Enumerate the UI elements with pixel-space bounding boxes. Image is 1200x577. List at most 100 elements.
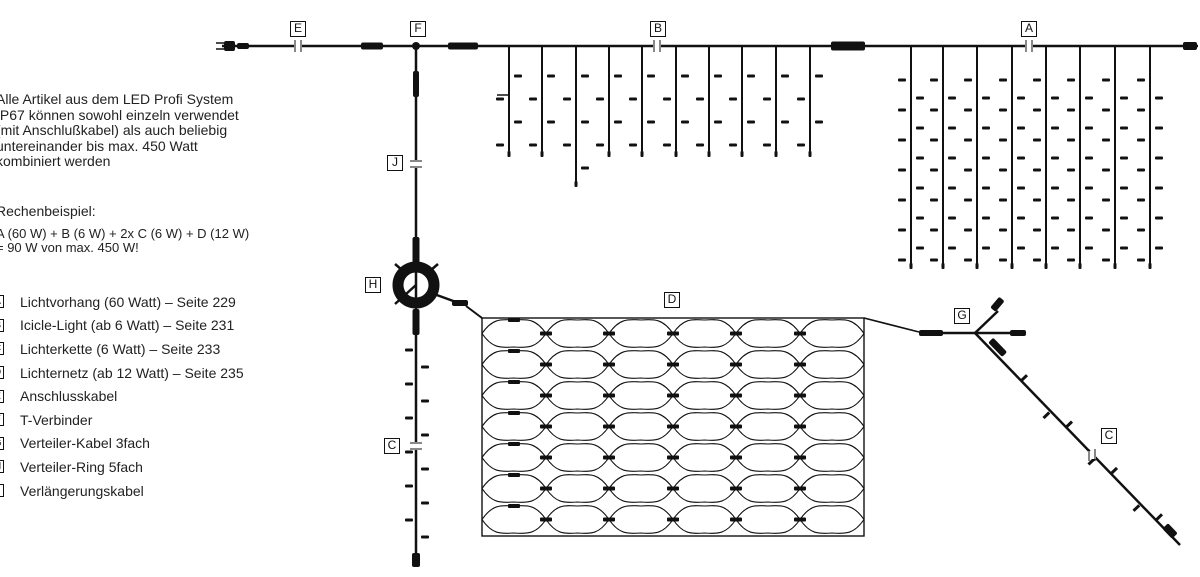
intro-text: Alle Artikel aus dem LED Profi System IP… [0,91,239,169]
curtain-led [1137,138,1145,142]
icicle-led [781,120,789,124]
net-led [730,331,742,336]
icicle-led [581,120,589,124]
curtain-led [999,108,1007,112]
icicle-led [797,143,805,147]
net-cell [481,474,547,503]
cable-connector [448,42,478,50]
splitter-plug [1010,330,1026,336]
icicle-led [540,151,544,157]
cable-connector [237,43,249,49]
curtain-led [1067,228,1075,232]
icicle-led [614,74,622,78]
net-out-cable [863,317,920,333]
curtain-led [982,246,990,250]
break-gap [1025,42,1033,50]
cables [216,42,1198,565]
net-led [794,393,806,398]
icicle-led [808,151,812,157]
break-gap [294,42,302,50]
curtain-led [916,126,924,130]
curtain-led [1051,156,1059,160]
net-led [603,517,615,522]
icicle-led [740,151,744,157]
break-gap [1088,451,1096,459]
legend-label: Anschlusskabel [20,388,118,405]
tag-j: J [387,155,403,171]
break-marker-c [410,442,422,450]
curtain-led [1085,246,1093,250]
icicle-led [747,74,755,78]
curtain-led [1155,246,1163,250]
curtain-led [1033,258,1041,262]
curtain-led [964,108,972,112]
curtain-led [948,246,956,250]
net-led [540,424,552,429]
net-cell [735,474,801,503]
curtain-led [948,156,956,160]
net-led [667,455,679,460]
net-led [730,486,742,491]
curtain-led [1033,168,1041,172]
legend-item-f: FT-Verbinder [0,408,244,432]
icicle-led [640,151,644,157]
curtain-led [982,126,990,130]
plug [224,41,235,51]
t-connector [412,42,420,50]
net-led [508,473,520,477]
break-marker-a [1025,40,1033,52]
legend-label: Icicle-Light (ab 6 Watt) – Seite 231 [20,317,235,334]
curtain-led [1017,96,1025,100]
net-led [730,362,742,367]
cable-connector [1183,42,1197,50]
icicle-led [574,181,578,187]
net-cell [608,474,674,503]
icicle-led [729,143,737,147]
curtain-led [999,198,1007,202]
curtain-led [1102,258,1110,262]
curtain-led [948,186,956,190]
curtain-led [1033,228,1041,232]
icicle-led [774,151,778,157]
cable-connector [919,330,943,336]
icicle-led [614,120,622,124]
curtain-led [999,228,1007,232]
net-led [508,349,520,353]
icicle-led [529,97,537,101]
net-led [508,504,520,508]
net-cell [545,505,610,534]
legend-item-g: GVerteiler-Kabel 3fach [0,432,244,456]
curtain-led [1102,138,1110,142]
icicle-led [696,97,704,101]
curtain-led [999,258,1007,262]
icicle-led [663,97,671,101]
curtain-led [948,126,956,130]
net-led [603,455,615,460]
net-led [794,331,806,336]
curtain-led [898,198,906,202]
legend: ALichtvorhang (60 Watt) – Seite 229 BIci… [0,290,244,502]
net-led [730,455,742,460]
icicle-led [747,120,755,124]
net-cell [672,474,737,503]
curtain-led [930,228,938,232]
legend-label: T-Verbinder [20,411,93,428]
chain-led [1020,374,1029,382]
tag-f: F [410,21,426,37]
curtain-led [1120,126,1128,130]
curtain-led [1017,216,1025,220]
tag-g: G [954,308,970,324]
break-marker-e [294,40,302,52]
net-cell [735,319,801,348]
icicle-led [581,74,589,78]
net-cell [799,412,865,441]
net-cell [481,443,547,472]
curtain-led [999,168,1007,172]
net-led [794,424,806,429]
net-led [730,424,742,429]
net-led [603,393,615,398]
net-cell [672,505,737,534]
net-led [603,362,615,367]
curtain-led [999,138,1007,142]
